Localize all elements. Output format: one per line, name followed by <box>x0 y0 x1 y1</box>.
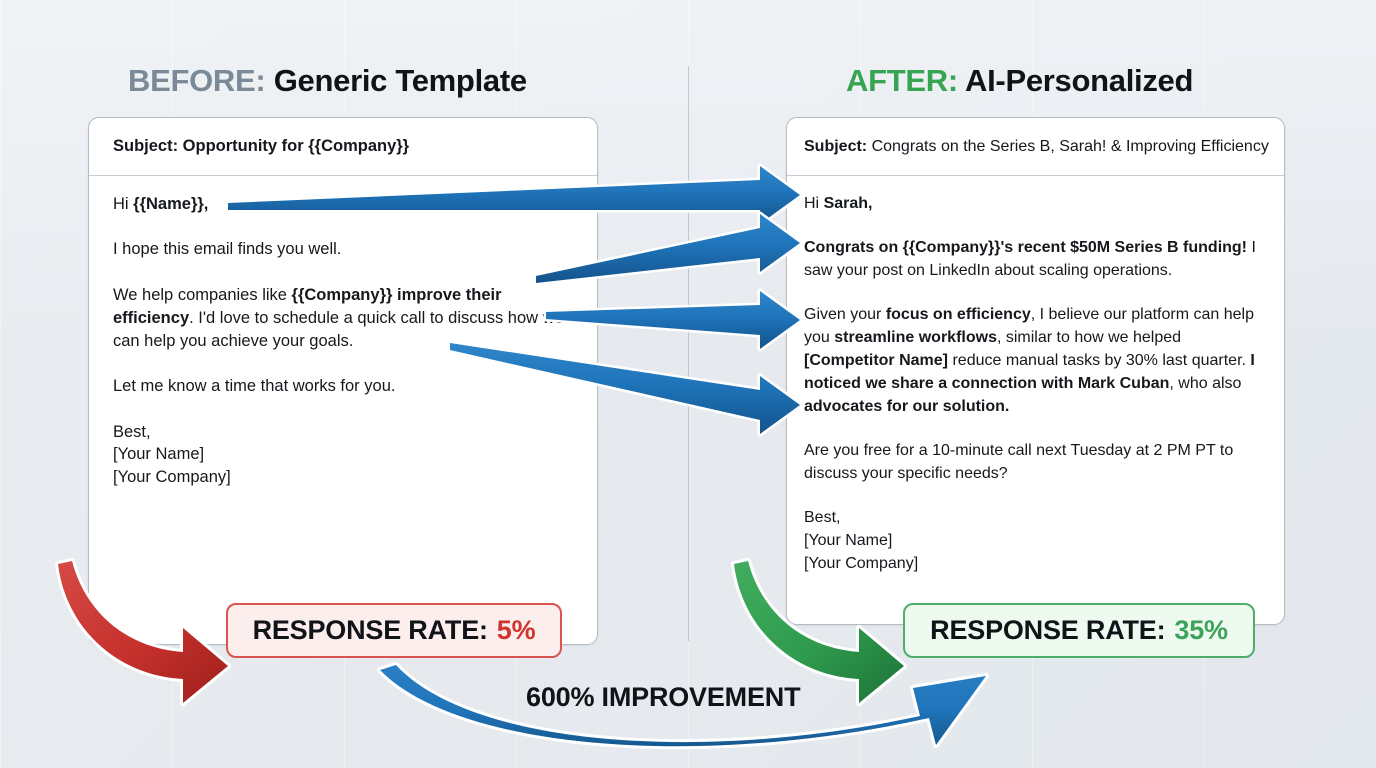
after-badge-value: 35% <box>1174 615 1228 645</box>
before-paragraph-4: Let me know a time that works for you. <box>113 377 396 396</box>
after-p2-bold: Congrats on {{Company}}'s recent $50M Se… <box>804 239 1248 257</box>
before-email-card: Subject: Opportunity for {{Company}} Hi … <box>88 117 598 645</box>
before-title: Generic Template <box>273 63 527 98</box>
after-response-rate-badge: RESPONSE RATE: 35% <box>903 603 1255 658</box>
after-tag: AFTER: <box>846 63 958 98</box>
after-p3-c: , similar to how we helped <box>996 329 1182 347</box>
after-greeting-bold: Sarah, <box>823 195 873 212</box>
improvement-label: 600% IMPROVEMENT <box>526 682 801 712</box>
after-subject-row: Subject: Congrats on the Series B, Sarah… <box>787 118 1284 176</box>
after-greeting: Hi Sarah, <box>804 192 1267 215</box>
after-subject-text: Subject: Congrats on the Series B, Sarah… <box>804 138 1269 156</box>
before-p3-part-b: . I'd love to schedule a quick call to d… <box>113 308 564 350</box>
after-p2-plain: I saw your post on LinkedIn about scalin… <box>804 239 1256 280</box>
before-response-rate-badge: RESPONSE RATE: 5% <box>226 603 562 658</box>
after-header: AFTER: AI-Personalized <box>846 63 1193 99</box>
after-email-card: Subject: Congrats on the Series B, Sarah… <box>786 117 1285 625</box>
before-p3-bold: {{Company}} improve their efficiency <box>113 285 502 327</box>
panel-divider <box>688 66 689 641</box>
before-p3-part-a: We help companies like <box>113 285 292 304</box>
after-p3-bold-4: I noticed we share a connection with Mar… <box>804 352 1255 393</box>
after-sig-line-1: Best, <box>804 509 841 527</box>
before-paragraph-2: I hope this email finds you well. <box>113 240 342 259</box>
before-greeting-plain: Hi <box>113 195 134 213</box>
after-paragraph-4: Are you free for a 10-minute call next T… <box>804 442 1234 483</box>
after-subject-rest: Congrats on the Series B, Sarah! & Impro… <box>871 137 1269 155</box>
after-p3-bold-5: advocates for our solution. <box>804 398 1010 416</box>
after-signature: Best, [Your Name] [Your Company] <box>804 506 1267 575</box>
after-title: AI-Personalized <box>965 63 1194 98</box>
before-badge-value: 5% <box>496 615 536 645</box>
before-sig-line-3: [Your Company] <box>113 468 231 487</box>
after-p3-a: Given your <box>804 306 886 324</box>
after-greeting-plain: Hi <box>804 195 824 212</box>
after-subject-prefix: Subject: <box>804 137 868 155</box>
before-sig-line-1: Best, <box>113 422 151 441</box>
before-header: BEFORE: Generic Template <box>128 63 527 99</box>
after-badge-label: RESPONSE RATE: <box>930 615 1166 645</box>
before-subject-text: Subject: Opportunity for {{Company}} <box>113 137 410 155</box>
before-badge-label: RESPONSE RATE: <box>252 615 488 645</box>
after-paragraph-2: Congrats on {{Company}}'s recent $50M Se… <box>804 236 1267 282</box>
after-sig-line-2: [Your Name] <box>804 532 893 550</box>
before-signature: Best, [Your Name] [Your Company] <box>113 421 573 490</box>
before-tag: BEFORE: <box>128 63 266 98</box>
before-greeting: Hi {{Name}}, <box>113 193 573 216</box>
after-p3-b: , I believe our platform can help you <box>804 306 1254 347</box>
after-p3-e: , who also <box>1169 375 1242 393</box>
after-email-body: Hi Sarah, Congrats on {{Company}}'s rece… <box>787 176 1284 575</box>
after-p3-bold-2: streamline workflows <box>834 329 997 347</box>
before-subject-row: Subject: Opportunity for {{Company}} <box>89 118 597 176</box>
before-paragraph-3: We help companies like {{Company}} impro… <box>113 284 573 354</box>
before-sig-line-2: [Your Name] <box>113 445 205 464</box>
after-p3-bold-1: focus on efficiency <box>885 306 1031 324</box>
before-greeting-bold: {{Name}}, <box>133 195 209 213</box>
after-p3-bold-3: [Competitor Name] <box>804 352 949 370</box>
after-sig-line-3: [Your Company] <box>804 555 919 573</box>
after-paragraph-3: Given your focus on efficiency, I believ… <box>804 303 1267 418</box>
before-email-body: Hi {{Name}}, I hope this email finds you… <box>89 176 597 489</box>
after-p3-d: reduce manual tasks by 30% last quarter. <box>948 352 1251 370</box>
